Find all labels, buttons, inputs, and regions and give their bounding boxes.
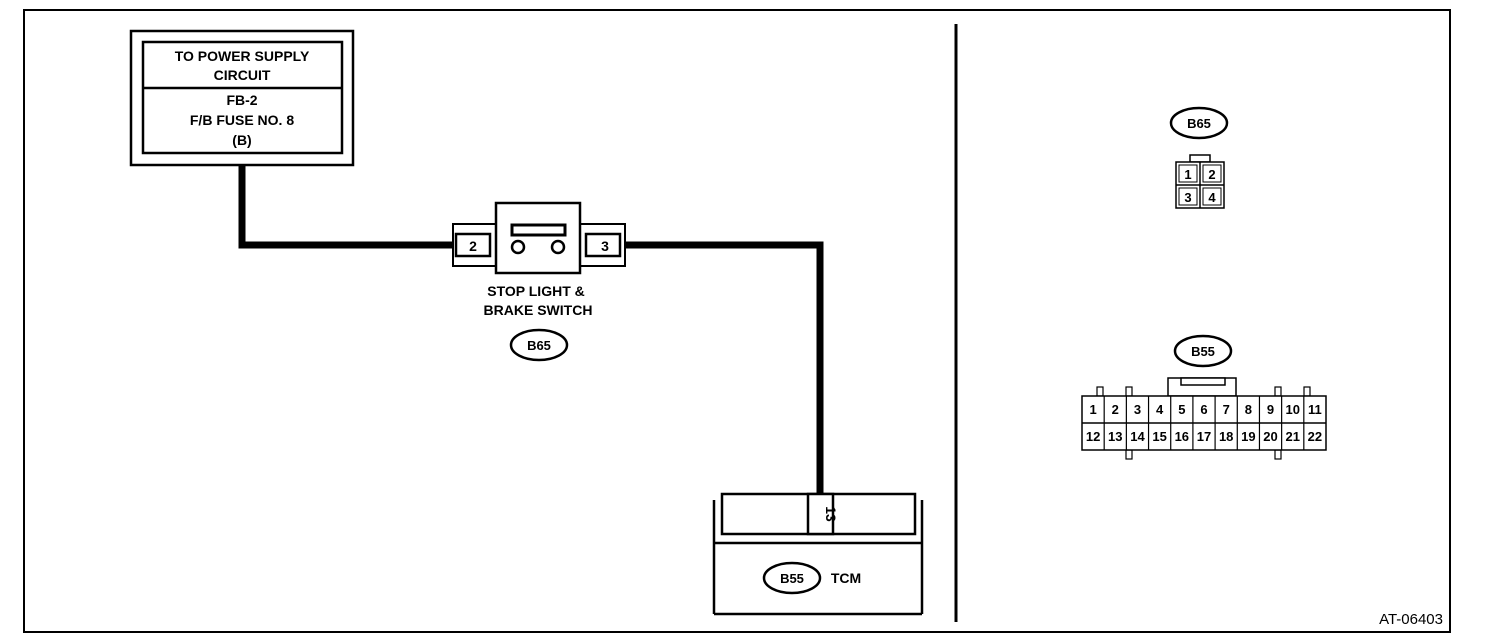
b55-pin: 4 [1156, 402, 1164, 417]
fuse-line-3: (B) [232, 132, 251, 148]
switch-label-1: STOP LIGHT & [487, 283, 585, 299]
diagram-frame [23, 9, 1451, 633]
b55-pin: 8 [1245, 402, 1252, 417]
b65-connector-view: B65 1 2 3 4 [1169, 106, 1229, 209]
tcm-label: TCM [831, 570, 861, 586]
b55-pin: 3 [1134, 402, 1141, 417]
switch-pin-2: 2 [469, 238, 477, 254]
b55-pin: 17 [1197, 429, 1211, 444]
b65-pin: 2 [1208, 167, 1215, 182]
power-supply-header-2: CIRCUIT [214, 67, 271, 83]
b55-pin: 6 [1200, 402, 1207, 417]
switch-label-2: BRAKE SWITCH [484, 302, 593, 318]
b55-pin: 15 [1152, 429, 1166, 444]
tcm-connector-oval [762, 561, 822, 595]
wire-fuse-to-switch [238, 165, 453, 249]
b55-pin: 16 [1175, 429, 1189, 444]
b55-view-oval [1173, 334, 1233, 368]
power-supply-header: TO POWER SUPPLY [175, 48, 310, 64]
tcm-connector-label: B55 [780, 571, 804, 586]
b55-pin: 11 [1308, 402, 1322, 417]
wire-switch-to-tcm [625, 241, 824, 494]
fuse-line-1: FB-2 [226, 92, 257, 108]
b55-pin: 14 [1130, 429, 1145, 444]
b55-pin: 9 [1267, 402, 1274, 417]
b65-pin: 3 [1184, 190, 1191, 205]
b55-view-label: B55 [1191, 344, 1215, 359]
fuse-line-2: F/B FUSE NO. 8 [190, 112, 294, 128]
b55-pin: 21 [1285, 429, 1299, 444]
switch-pin-3: 3 [601, 238, 609, 254]
brake-switch: 2 3 STOP LIGHT & BRAKE SWITCH B65 [452, 201, 626, 362]
b55-pin: 5 [1178, 402, 1185, 417]
b55-pin: 20 [1263, 429, 1277, 444]
b65-pin: 4 [1208, 190, 1216, 205]
power-supply-box: TO POWER SUPPLY CIRCUIT FB-2 F/B FUSE NO… [129, 29, 355, 167]
b55-pin: 2 [1112, 402, 1119, 417]
b55-pin: 13 [1108, 429, 1122, 444]
b55-pin: 22 [1308, 429, 1322, 444]
figure-id: AT-06403 [1379, 611, 1443, 628]
b55-pin: 12 [1086, 429, 1100, 444]
switch-connector-oval [509, 328, 569, 362]
b55-pin: 18 [1219, 429, 1233, 444]
b55-pin: 10 [1285, 402, 1299, 417]
b55-pin: 1 [1089, 402, 1096, 417]
b55-pin: 19 [1241, 429, 1255, 444]
b65-view-oval [1169, 106, 1229, 140]
tcm-unit: 13 B55 TCM [712, 492, 924, 616]
b55-pin: 7 [1223, 402, 1230, 417]
switch-connector-label: B65 [527, 338, 551, 353]
b65-pin: 1 [1184, 167, 1191, 182]
tcm-pin-13: 13 [823, 506, 839, 522]
b65-view-label: B65 [1187, 116, 1211, 131]
